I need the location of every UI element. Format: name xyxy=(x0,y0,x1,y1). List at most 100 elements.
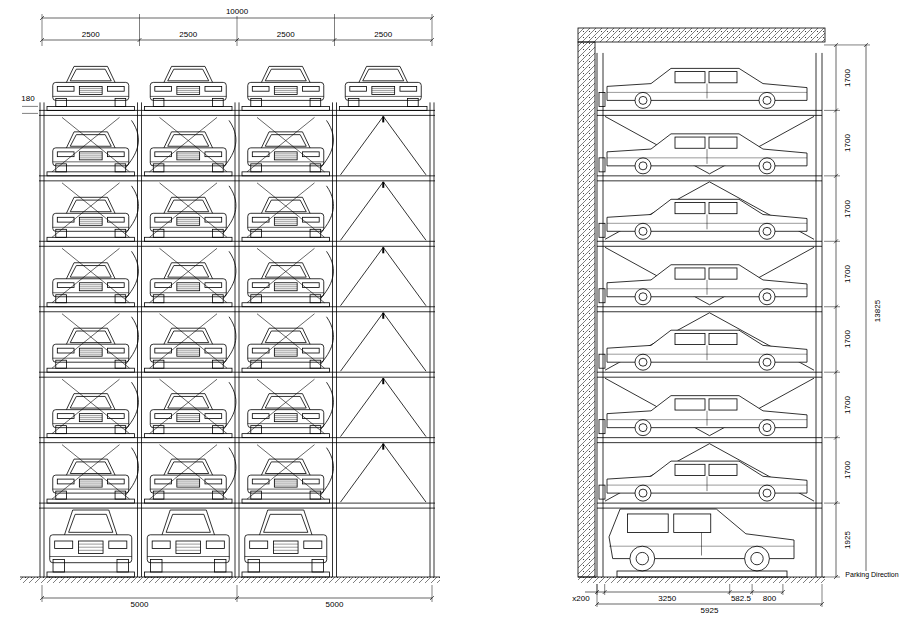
car-roof xyxy=(164,66,213,82)
dimension-tick xyxy=(834,43,838,47)
car-grille xyxy=(177,414,200,422)
grille-bar xyxy=(274,419,297,420)
brace-plate xyxy=(382,444,384,450)
steel-post xyxy=(141,102,142,577)
car-front-view xyxy=(150,132,226,172)
brace-triangle xyxy=(341,444,427,502)
car-wheel xyxy=(312,560,323,572)
car-body xyxy=(150,475,226,493)
car-windshield xyxy=(168,69,209,81)
car-grille xyxy=(177,86,200,94)
car-hub xyxy=(763,227,771,235)
car-side-view xyxy=(607,330,807,370)
lift-arm xyxy=(62,379,130,433)
cross-brace xyxy=(605,444,814,501)
car-bumper xyxy=(345,96,421,97)
car-hub xyxy=(763,489,771,497)
brace-plate xyxy=(382,378,384,384)
lift-arm xyxy=(150,117,218,171)
wall-hatch xyxy=(578,42,595,577)
car-headlight xyxy=(57,86,74,91)
car-grille xyxy=(177,283,200,291)
car-front-view xyxy=(345,66,421,106)
car-front-view xyxy=(53,328,129,368)
car-wheel xyxy=(348,98,359,106)
brace-triangle xyxy=(341,182,427,240)
car-headlight xyxy=(107,86,124,91)
steel-post xyxy=(336,102,337,577)
extension-line xyxy=(334,14,335,46)
lift-arm xyxy=(62,248,130,302)
hydraulic-hose xyxy=(321,251,334,298)
car-body xyxy=(150,82,226,100)
steel-beam xyxy=(39,246,435,247)
car-front-view xyxy=(53,263,129,303)
grille-bar xyxy=(177,219,200,220)
car-front-view xyxy=(150,263,226,303)
grille-bar xyxy=(274,354,297,355)
car-grille xyxy=(274,217,297,225)
lift-arm xyxy=(62,314,130,368)
hydraulic-hose xyxy=(223,186,236,233)
car-wheel xyxy=(153,98,164,106)
car-grille xyxy=(79,217,102,225)
lift-arm xyxy=(247,183,315,237)
dimension-tick xyxy=(430,596,434,600)
grille-bar xyxy=(79,481,102,482)
dimension-label: 5000 xyxy=(325,600,345,609)
steel-post xyxy=(822,53,823,577)
car-headlight xyxy=(109,541,127,548)
lift-arm xyxy=(247,379,315,433)
car-pallet xyxy=(242,106,330,110)
lift-arm xyxy=(257,183,325,237)
car-trim xyxy=(607,223,807,224)
grille-bar xyxy=(79,223,102,224)
extension-line xyxy=(824,175,840,176)
car-roof xyxy=(164,328,213,344)
car-headlight xyxy=(152,541,170,548)
extension-line xyxy=(432,585,433,602)
grille-bar xyxy=(372,90,395,91)
wheel-stop xyxy=(599,420,605,434)
car-window xyxy=(675,464,705,475)
grille-bar xyxy=(79,288,102,289)
dimension-label: 1700 xyxy=(843,330,852,350)
car-body xyxy=(150,148,226,166)
grille-bar xyxy=(79,153,102,154)
steel-post xyxy=(816,53,817,577)
lift-arm xyxy=(257,314,325,368)
car-body xyxy=(248,279,324,297)
grille-bar xyxy=(274,417,297,418)
car-body xyxy=(150,344,226,362)
car-trim xyxy=(607,92,807,93)
car-pallet xyxy=(47,499,135,503)
car-side-view xyxy=(607,461,807,501)
grille-bar xyxy=(79,284,102,285)
steel-beam xyxy=(597,241,822,242)
grille-bar xyxy=(177,417,200,418)
steel-post xyxy=(597,53,598,577)
brace-plate xyxy=(382,313,384,319)
car-front-view xyxy=(248,66,324,106)
car-pallet xyxy=(47,303,135,307)
car-front-view xyxy=(150,459,226,499)
car-wheel xyxy=(56,98,67,106)
hydraulic-hose xyxy=(321,317,334,364)
car-bumper xyxy=(50,556,132,557)
car-wheel xyxy=(213,98,224,106)
grille-bar xyxy=(79,155,102,156)
grille-bar xyxy=(177,354,200,355)
car-trim xyxy=(607,485,807,486)
car-front-view xyxy=(245,510,327,572)
car-body xyxy=(53,410,129,428)
grille-bar xyxy=(177,288,200,289)
lift-arm xyxy=(257,248,325,302)
lift-arm xyxy=(52,314,120,368)
car-roof xyxy=(261,328,310,344)
lift-arm xyxy=(247,248,315,302)
car-hub xyxy=(639,293,647,301)
grille-bar xyxy=(274,485,297,486)
car-wheel xyxy=(759,92,775,108)
car-windshield xyxy=(363,69,404,81)
